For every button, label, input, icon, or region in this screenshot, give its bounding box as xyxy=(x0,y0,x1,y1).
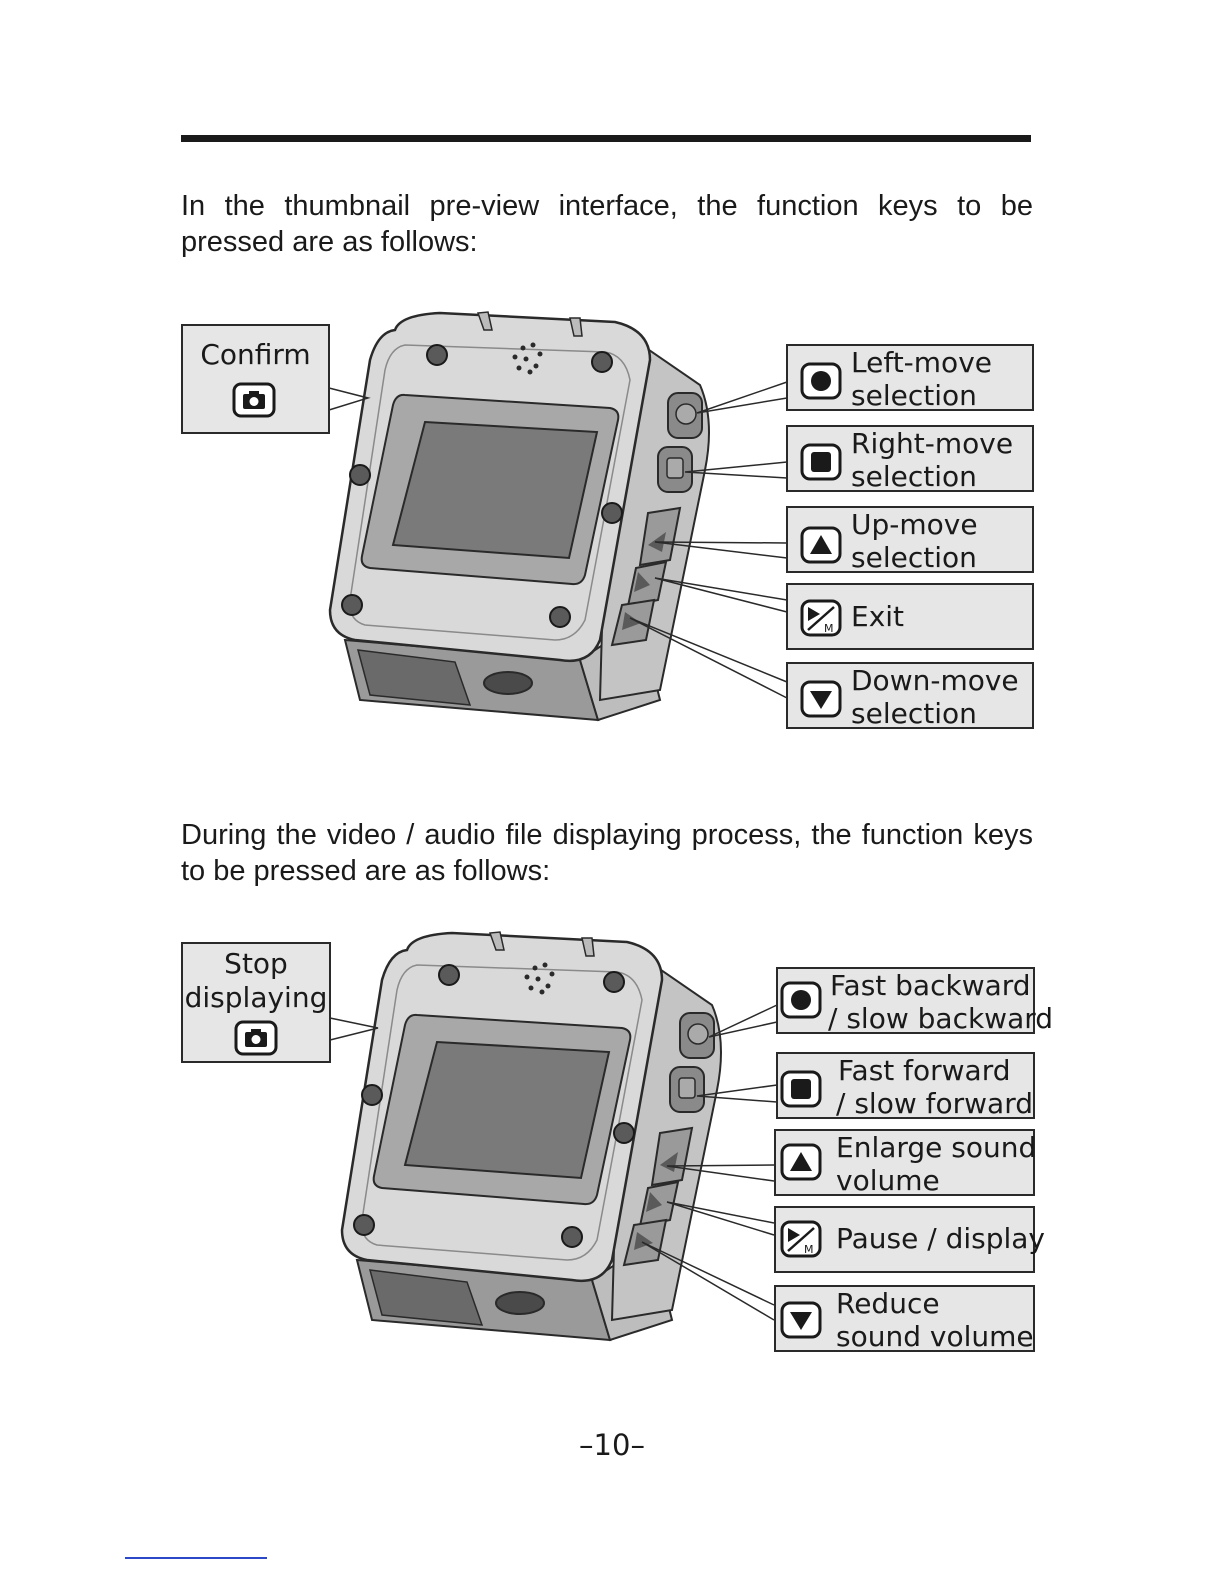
page-number: –10– xyxy=(579,1428,645,1462)
key-label-up-move: Up-move selection xyxy=(786,506,1034,574)
key-label-line2: selection xyxy=(851,697,977,730)
up-triangle-key-icon xyxy=(780,1143,822,1181)
confirm-label-text: Confirm xyxy=(200,338,311,371)
key-label-line1: Enlarge sound xyxy=(836,1131,1037,1164)
key-label-line1: Right-move xyxy=(851,427,1014,460)
key-label-line2: volume xyxy=(836,1164,940,1197)
camera-device-illustration xyxy=(328,311,788,722)
screws xyxy=(353,964,635,1248)
screws xyxy=(341,344,623,628)
key-label-line1: Fast forward xyxy=(838,1054,1011,1087)
camera-icon xyxy=(232,382,276,418)
key-label-line1: Reduce xyxy=(836,1287,940,1320)
key-label-line1: Up-move xyxy=(851,508,978,541)
key-label-line2: selection xyxy=(851,541,977,574)
stop-displaying-line2: displaying xyxy=(184,981,328,1014)
microphone-holes xyxy=(512,342,543,375)
camera-device-illustration xyxy=(329,931,778,1342)
key-label-line2: / slow forward xyxy=(836,1087,1033,1120)
key-label-fast-backward: Fast backward / slow backward xyxy=(776,967,1053,1035)
key-label-line1: Pause / display xyxy=(836,1222,1046,1255)
microphone-holes xyxy=(524,962,555,995)
key-label-right-move: Right-move selection xyxy=(786,425,1034,493)
key-label-line2: sound volume xyxy=(836,1320,1034,1353)
square-key-icon xyxy=(780,1070,822,1108)
down-triangle-key-icon xyxy=(800,680,842,718)
play-mode-key-icon: M xyxy=(800,599,842,637)
up-triangle-key-icon xyxy=(800,526,842,564)
square-key-icon xyxy=(800,443,842,481)
key-label-pause-display: M Pause / display xyxy=(774,1206,1045,1273)
key-label-line1: Down-move xyxy=(851,664,1019,697)
play-mode-key-icon: M xyxy=(780,1220,822,1258)
lcd-screen xyxy=(372,1013,632,1206)
down-triangle-key-icon xyxy=(780,1301,822,1339)
lcd-screen xyxy=(360,393,620,586)
callout-lines xyxy=(328,381,788,699)
key-label-exit: M Exit xyxy=(786,583,1034,650)
svg-text:M: M xyxy=(804,1243,814,1256)
circle-key-icon xyxy=(800,362,842,400)
key-label-line2: selection xyxy=(851,379,977,412)
stop-displaying-label: Stop displaying xyxy=(181,942,331,1063)
key-label-reduce-volume: Reduce sound volume xyxy=(774,1285,1035,1353)
key-label-line1: Exit xyxy=(851,600,905,633)
side-buttons xyxy=(610,392,703,647)
key-label-line2: selection xyxy=(851,460,977,493)
stop-displaying-line1: Stop xyxy=(224,947,288,980)
confirm-label: Confirm xyxy=(181,324,330,434)
svg-text:M: M xyxy=(824,622,834,635)
callout-lines xyxy=(329,1004,778,1321)
intro-paragraph-1: In the thumbnail pre-view interface, the… xyxy=(181,190,1033,258)
intro-paragraph-2: During the video / audio file displaying… xyxy=(181,819,1033,887)
camera-icon xyxy=(234,1020,278,1056)
key-label-enlarge-volume: Enlarge sound volume xyxy=(774,1129,1037,1197)
key-label-line1: Fast backward xyxy=(830,969,1031,1002)
footnote-rule xyxy=(125,1557,267,1559)
key-label-line1: Left-move xyxy=(851,346,992,379)
circle-key-icon xyxy=(780,981,822,1019)
key-label-fast-forward: Fast forward / slow forward xyxy=(776,1052,1035,1120)
key-label-left-move: Left-move selection xyxy=(786,344,1034,412)
figure-thumbnail-keys: Confirm Left-move selection Right-move s… xyxy=(0,0,1224,730)
key-label-line2: / slow backward xyxy=(828,1002,1054,1035)
figure-playback-keys: Stop displaying Fast backward / slow bac… xyxy=(0,620,1224,1353)
key-label-down-move: Down-move selection xyxy=(786,662,1034,730)
top-rule xyxy=(181,135,1031,142)
